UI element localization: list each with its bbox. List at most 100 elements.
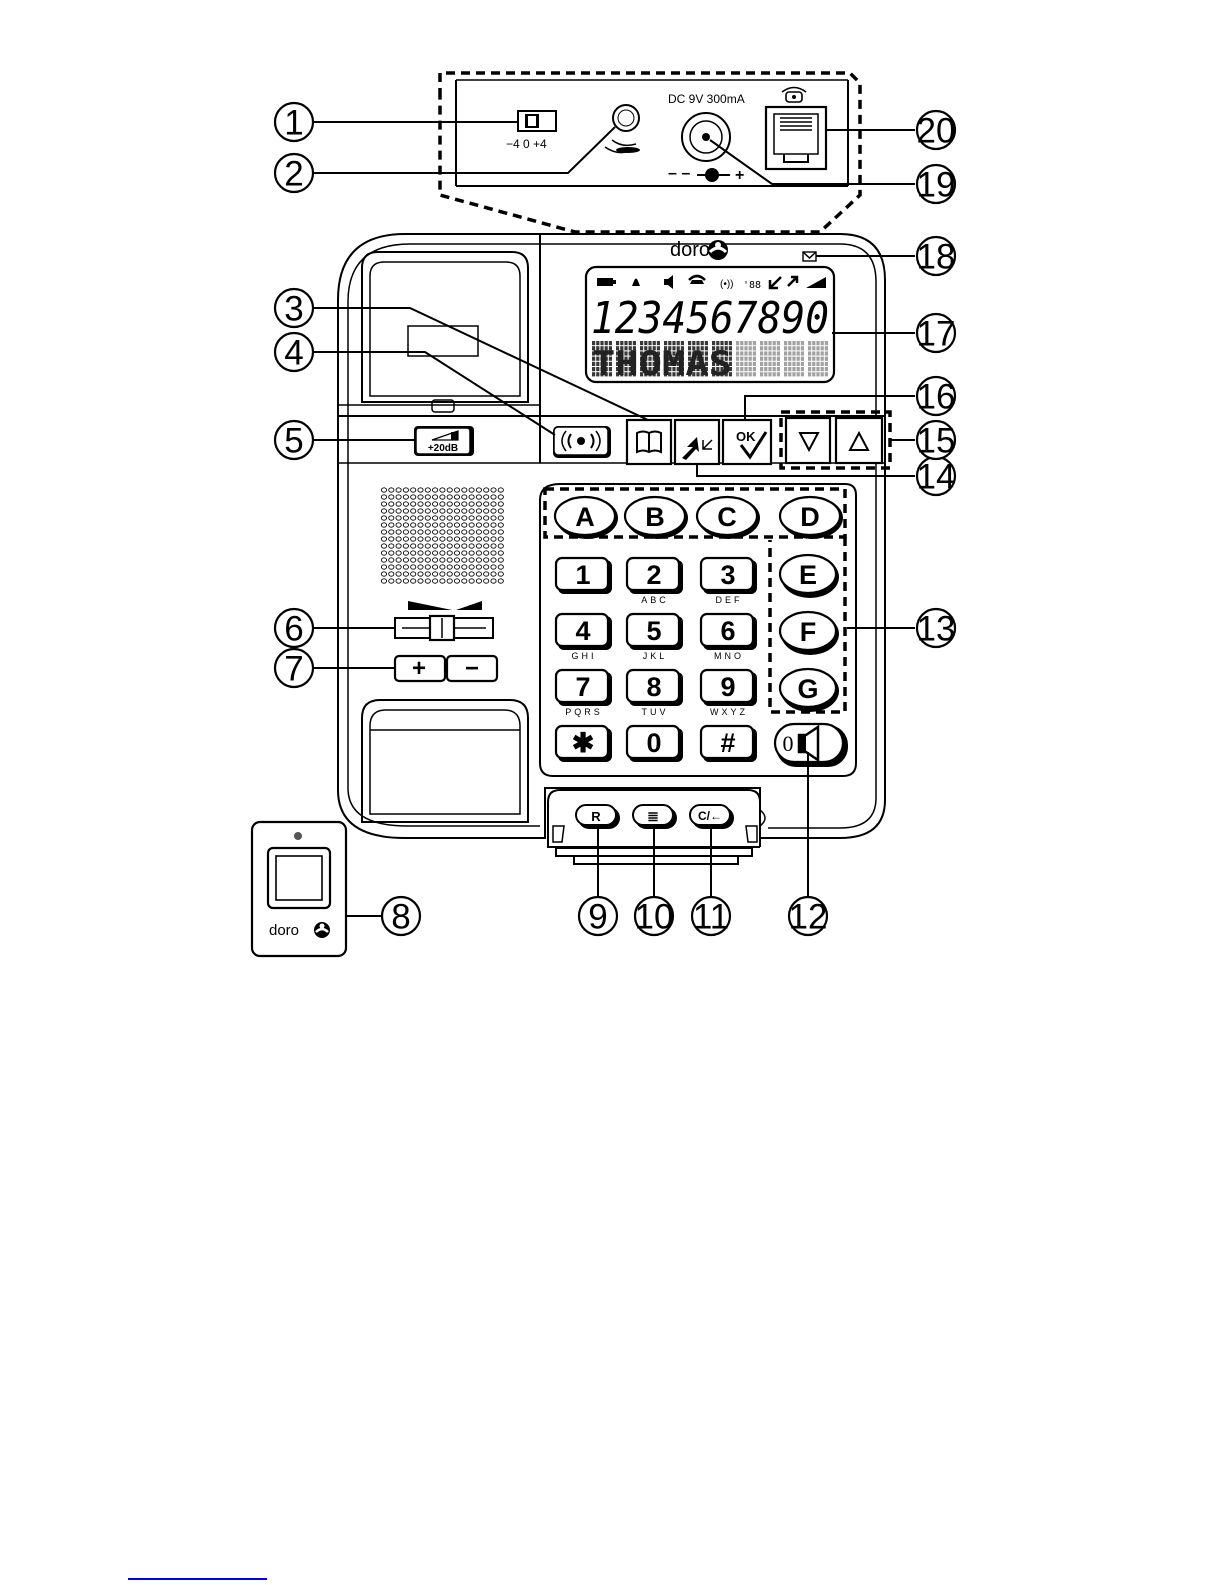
callout-2: 2 bbox=[275, 154, 313, 194]
svg-text:17: 17 bbox=[917, 315, 956, 354]
speaker-prefix: 0 bbox=[783, 731, 794, 756]
memory-key-label: D bbox=[800, 502, 820, 532]
keypad-letters: WXYZ bbox=[710, 707, 748, 717]
callout-6: 6 bbox=[275, 609, 313, 649]
keypad-digit: 9 bbox=[720, 672, 735, 702]
callout-10: 10 bbox=[635, 897, 674, 937]
speaker-grille bbox=[381, 488, 503, 583]
ok-button[interactable]: OK bbox=[723, 420, 771, 464]
tone-minus-label: − bbox=[465, 655, 479, 682]
svg-text:1: 1 bbox=[284, 104, 303, 143]
back-panel: −4 0 +4 DC 9V 300mA – – + bbox=[440, 73, 860, 232]
keypad-key-12[interactable]: # bbox=[701, 726, 757, 762]
callout-15: 15 bbox=[917, 421, 956, 461]
svg-text:12: 12 bbox=[789, 898, 828, 937]
callout-14: 14 bbox=[917, 457, 956, 497]
memory-key-label: B bbox=[645, 502, 665, 532]
keypad-digit: 8 bbox=[646, 672, 661, 702]
keypad-key-10[interactable]: ✱ bbox=[556, 726, 612, 762]
phone-icon bbox=[690, 280, 704, 284]
svg-text:20: 20 bbox=[917, 112, 956, 151]
phone-socket-icon bbox=[782, 88, 806, 103]
memory-key-label: A bbox=[575, 502, 595, 532]
recall-label: R bbox=[591, 809, 601, 824]
callout-16: 16 bbox=[917, 377, 956, 417]
callout-20: 20 bbox=[917, 111, 956, 151]
memory-key-a[interactable]: A bbox=[555, 497, 618, 539]
redial-label: ≣ bbox=[647, 808, 659, 824]
alarm-button[interactable] bbox=[553, 426, 611, 458]
memory-key-g[interactable]: G bbox=[780, 669, 839, 712]
tone-plus-button[interactable]: + bbox=[395, 655, 445, 682]
svg-text:14: 14 bbox=[917, 458, 956, 497]
lcd-cell bbox=[808, 341, 828, 376]
down-button[interactable] bbox=[786, 418, 830, 463]
battery-icon bbox=[597, 278, 613, 286]
ok-label: OK bbox=[736, 429, 756, 444]
up-button[interactable] bbox=[836, 418, 882, 463]
pendant-brand: doro bbox=[269, 922, 299, 939]
memory-key-d[interactable]: D bbox=[780, 497, 843, 539]
keypad-letters: JKL bbox=[643, 651, 668, 661]
svg-text:15: 15 bbox=[917, 422, 956, 461]
speaker-button[interactable]: 0 bbox=[775, 724, 848, 767]
callout-7: 7 bbox=[275, 649, 313, 689]
call-list-button[interactable] bbox=[675, 420, 719, 464]
lcd-digits: 1234567890 bbox=[591, 293, 829, 344]
keypad-digit: 4 bbox=[575, 616, 590, 646]
remote-pendant[interactable]: doro bbox=[252, 822, 346, 956]
alarm-icon: (•)) bbox=[720, 279, 734, 290]
memory-key-f[interactable]: F bbox=[780, 612, 839, 655]
phonebook-button[interactable] bbox=[627, 420, 671, 464]
memory-key-c[interactable]: C bbox=[697, 497, 760, 539]
memory-key-e[interactable]: E bbox=[780, 555, 839, 598]
counter-icon: '88 bbox=[743, 280, 761, 291]
callout-11: 11 bbox=[692, 897, 730, 937]
memory-key-label: G bbox=[797, 674, 818, 704]
lcd-cell bbox=[736, 341, 756, 376]
svg-text:6: 6 bbox=[284, 610, 303, 649]
boost-button[interactable]: +20dB bbox=[414, 426, 474, 456]
handset-cradle-top bbox=[362, 252, 528, 412]
keypad-key-11[interactable]: 0 bbox=[627, 726, 683, 762]
svg-text:4: 4 bbox=[284, 334, 303, 373]
keypad-digit: 3 bbox=[720, 560, 735, 590]
memory-key-label: C bbox=[717, 502, 737, 532]
keypad-letters: TUV bbox=[642, 707, 669, 717]
memory-key-b[interactable]: B bbox=[625, 497, 688, 539]
lcd-cell bbox=[784, 341, 804, 376]
ringer-volume-switch[interactable]: −4 0 +4 bbox=[506, 111, 556, 151]
power-jack[interactable]: DC 9V 300mA – – + bbox=[668, 92, 745, 184]
svg-text:18: 18 bbox=[917, 238, 956, 277]
svg-text:10: 10 bbox=[635, 898, 674, 937]
page-footer-link-underline[interactable] bbox=[128, 1578, 267, 1580]
keypad-digit: 7 bbox=[575, 672, 590, 702]
callout-12: 12 bbox=[789, 897, 828, 937]
svg-text:16: 16 bbox=[917, 378, 956, 417]
line-socket[interactable] bbox=[766, 88, 826, 170]
callout-5: 5 bbox=[275, 421, 313, 461]
svg-text:3: 3 bbox=[284, 290, 303, 329]
keypad-letters: ABC bbox=[641, 595, 669, 605]
callout-18: 18 bbox=[917, 237, 956, 277]
keypad-digit: 5 bbox=[646, 616, 661, 646]
svg-text:19: 19 bbox=[917, 166, 956, 205]
svg-text:7: 7 bbox=[284, 650, 303, 689]
callout-8: 8 bbox=[382, 897, 420, 937]
tone-minus-button[interactable]: − bbox=[447, 655, 497, 682]
lcd-name: THOMAS bbox=[592, 344, 732, 384]
keypad-key-1[interactable]: 1 bbox=[556, 558, 612, 594]
volume-slider[interactable] bbox=[395, 601, 493, 640]
lcd-display: (•)) '88 1234567890 THOMAS bbox=[586, 267, 834, 384]
brand-text: doro bbox=[670, 239, 710, 261]
